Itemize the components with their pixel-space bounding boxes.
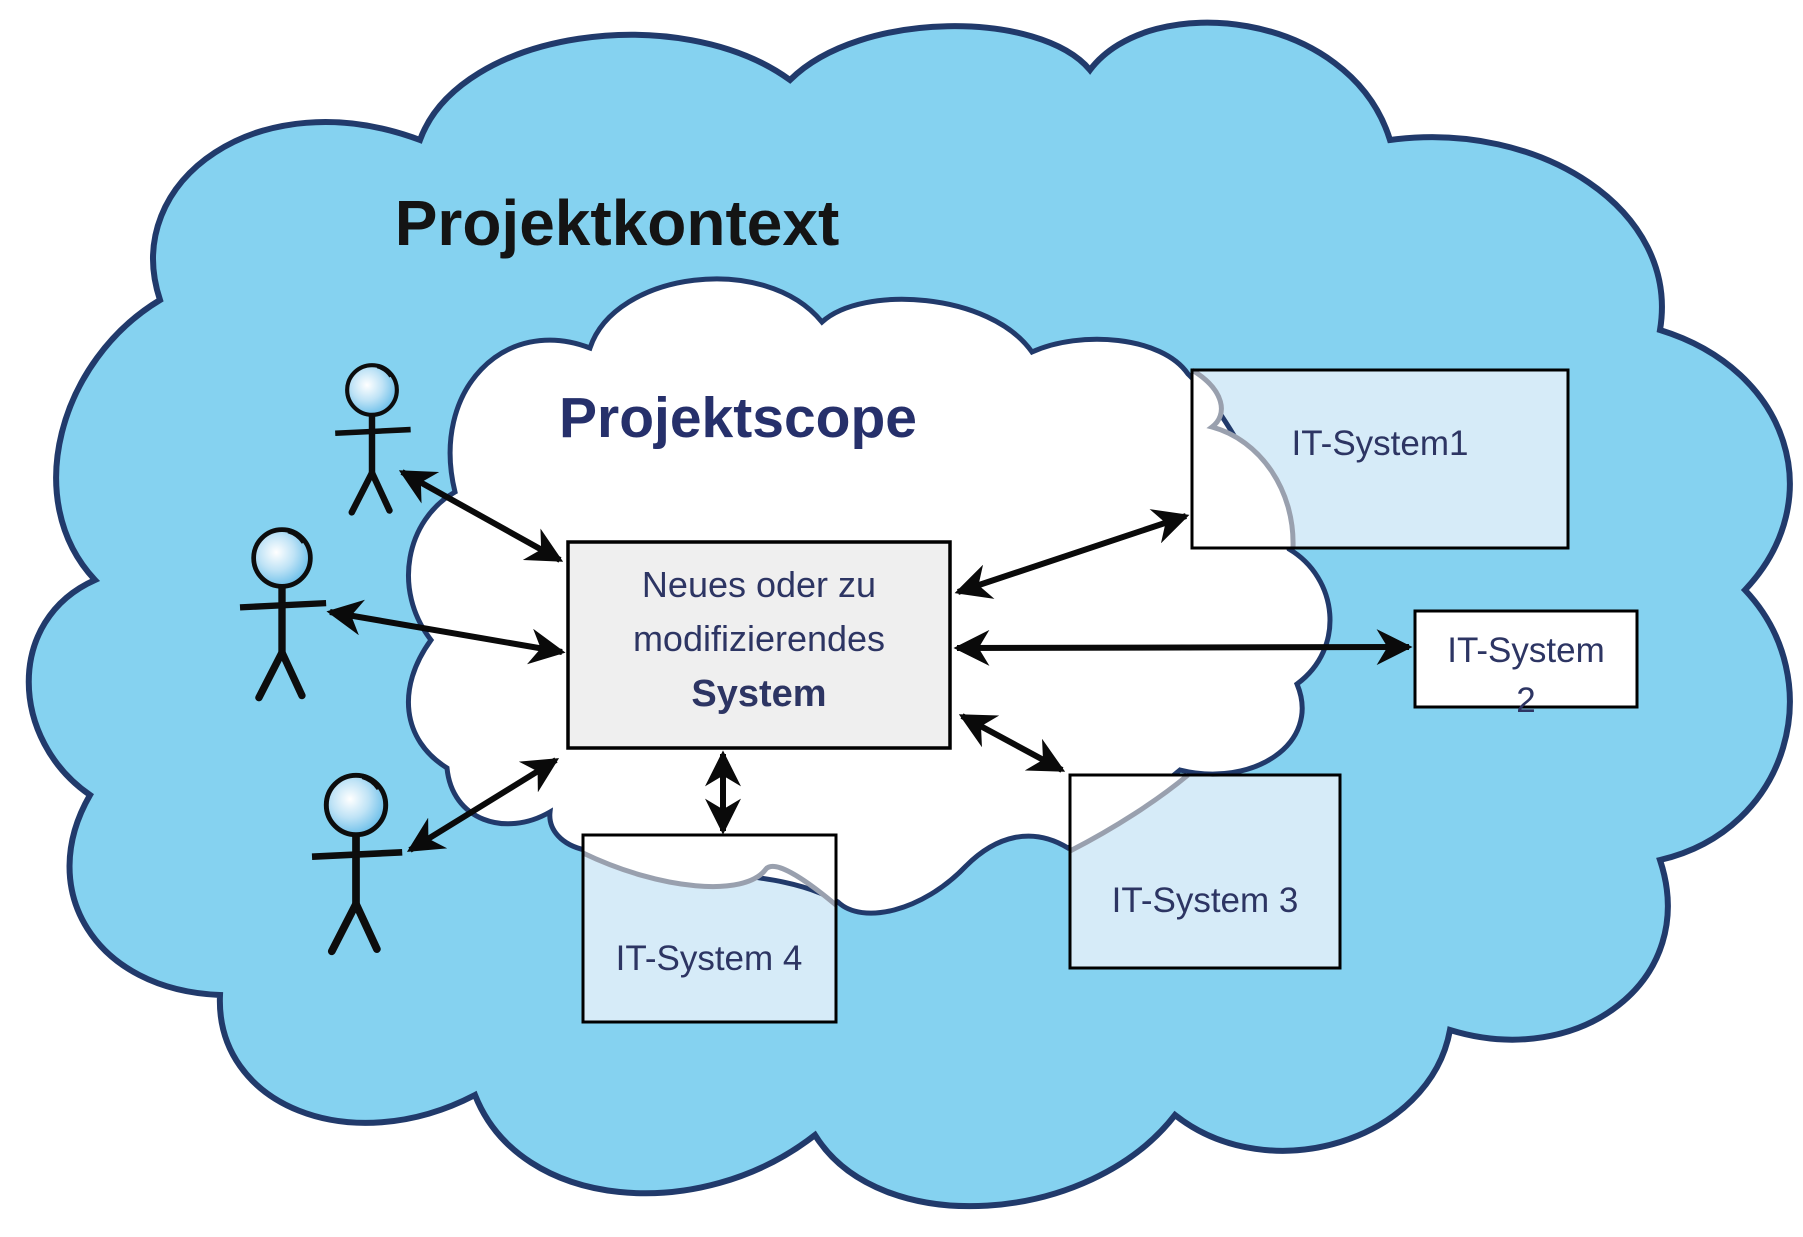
arrow-actor3-system [406, 757, 560, 853]
relationship-arrows [326, 469, 1413, 853]
it-system-1-label: IT-System1 [1292, 424, 1469, 463]
central-system-line2: modifizierendes [633, 618, 885, 659]
it-system-4-box [581, 833, 838, 1024]
it-system-3-box [1068, 773, 1342, 970]
it-system-2-label-line2: 2 [1516, 681, 1535, 720]
scope-overlap-it3 [1068, 773, 1190, 854]
central-system-line1: Neues oder zu [642, 564, 876, 605]
arrow-system-it3 [958, 713, 1066, 773]
arrow-actor2-system [326, 599, 566, 665]
arrow-system-it2 [953, 629, 1413, 666]
it-system-2-box [1413, 609, 1639, 709]
it-system-3-label: IT-System 3 [1112, 881, 1299, 920]
context-cloud-title: Projektkontext [395, 187, 840, 259]
scope-overlap-it4 [581, 836, 838, 907]
it-system-2-label-line1: IT-System [1447, 631, 1605, 670]
arrow-actor1-system [398, 469, 564, 563]
scope-cloud-title: Projektscope [559, 386, 917, 450]
it-system-1-box [1190, 368, 1570, 550]
arrow-system-it1 [954, 509, 1190, 599]
it-system-4-label: IT-System 4 [616, 939, 803, 978]
scope-overlap-it1 [1190, 367, 1296, 549]
central-system-box: Neues oder zu modifizierendes System [566, 540, 952, 750]
central-system-line3: System [691, 673, 826, 715]
